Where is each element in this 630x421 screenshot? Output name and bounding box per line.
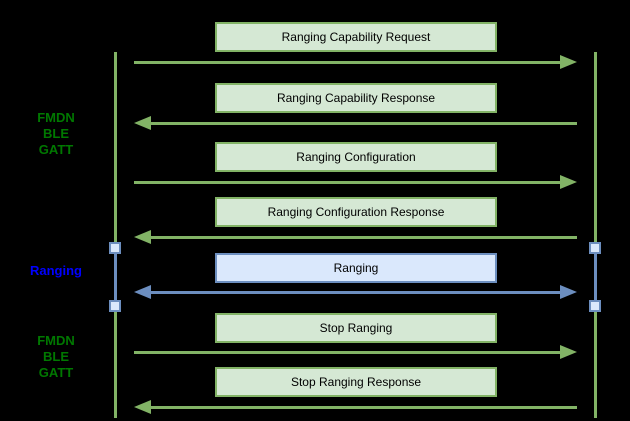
lane-label-fmdn-ble-gatt-top: FMDN BLE GATT <box>37 110 75 157</box>
message-box-ranging-configuration-response: Ranging Configuration Response <box>215 197 497 227</box>
arrow-line <box>146 236 577 239</box>
arrowhead-left-icon <box>134 230 151 244</box>
arrow-line <box>134 181 565 184</box>
activation-marker-left-bottom <box>109 300 121 312</box>
message-box-stop-ranging-response: Stop Ranging Response <box>215 367 497 397</box>
lane-label-fmdn-ble-gatt-bottom: FMDN BLE GATT <box>37 333 75 380</box>
arrow-ranging-bidirectional <box>134 285 577 299</box>
ranging-session-segment-right <box>594 248 597 306</box>
arrow-line <box>134 61 565 64</box>
arrow-stop-ranging-response <box>134 400 577 414</box>
arrowhead-right-icon <box>560 345 577 359</box>
arrow-ranging-capability-response <box>134 116 577 130</box>
activation-marker-right-bottom <box>589 300 601 312</box>
arrow-line <box>146 406 577 409</box>
activation-marker-right-top <box>589 242 601 254</box>
arrowhead-left-icon <box>134 400 151 414</box>
arrowhead-right-icon <box>560 55 577 69</box>
lane-label-ranging: Ranging <box>30 263 82 278</box>
arrowhead-left-icon <box>134 116 151 130</box>
message-box-stop-ranging: Stop Ranging <box>215 313 497 343</box>
ranging-session-segment-left <box>114 248 117 306</box>
arrowhead-right-icon <box>560 175 577 189</box>
arrowhead-left-icon <box>134 285 151 299</box>
arrow-line <box>146 122 577 125</box>
lifeline-left <box>114 52 117 418</box>
arrow-ranging-capability-request <box>134 55 577 69</box>
arrowhead-right-icon <box>560 285 577 299</box>
message-box-ranging: Ranging <box>215 253 497 283</box>
activation-marker-left-top <box>109 242 121 254</box>
arrow-line <box>134 351 565 354</box>
message-box-ranging-capability-request: Ranging Capability Request <box>215 22 497 52</box>
lifeline-right <box>594 52 597 418</box>
arrow-ranging-configuration-response <box>134 230 577 244</box>
arrow-stop-ranging <box>134 345 577 359</box>
arrow-line <box>146 291 565 294</box>
message-box-ranging-configuration: Ranging Configuration <box>215 142 497 172</box>
message-box-ranging-capability-response: Ranging Capability Response <box>215 83 497 113</box>
arrow-ranging-configuration <box>134 175 577 189</box>
